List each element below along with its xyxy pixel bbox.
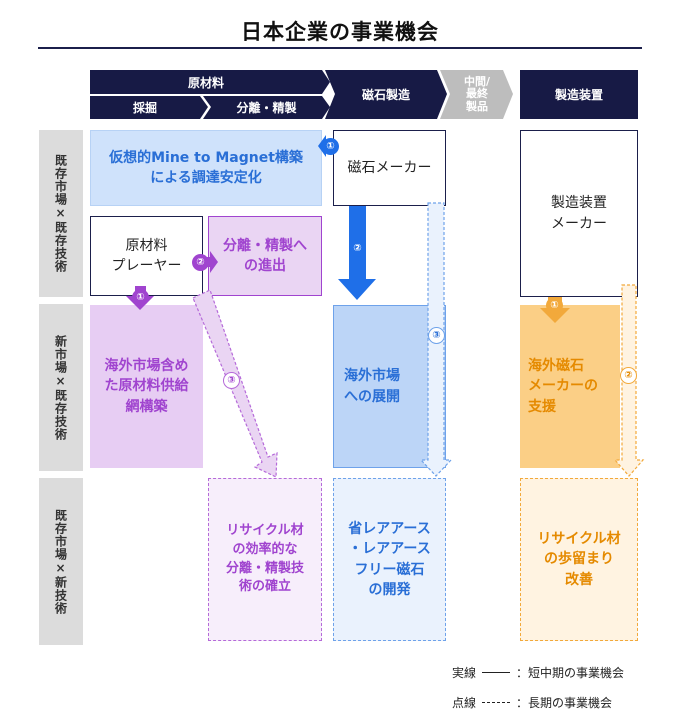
header-equipment: 製造装置 [554,88,603,102]
box-raw-player: 原材料 プレーヤー [90,216,203,296]
legend-dashed-line [482,702,511,703]
box-rare-earth-free: 省レアアース ・レアアース フリー磁石 の開発 [333,478,446,641]
box-recycle-separation: リサイクル材 の効率的な 分離・精製技 術の確立 [208,478,322,641]
legend-solid: 実線 ：短中期の事業機会 [452,664,624,681]
box-overseas-magnet-support: 海外磁石 メーカーの 支援 [520,305,620,468]
badge-orange-2: ② [620,367,637,384]
legend-dashed: 点線 ：長期の事業機会 [452,694,612,711]
legend-solid-label: 実線 [452,666,477,680]
page-title: 日本企業の事業機会 [241,20,439,44]
legend-solid-desc: ：短中期の事業機会 [516,666,625,680]
box-recycle-yield: リサイクル材 の歩留まり 改善 [520,478,638,641]
row-label-2: 新市場×既存技術 [39,304,83,471]
badge-orange-1: ① [546,297,563,314]
box-mine-to-magnet: 仮想的Mine to Magnet構築 による調達安定化 [90,130,322,206]
badge-purple-3: ③ [223,372,240,389]
header-raw-materials: 原材料 [187,75,224,90]
header-intermediate: 中間/ 最終 製品 [463,74,491,113]
legend-dashed-desc: ：長期の事業機会 [516,696,613,710]
header-magnet: 磁石製造 [361,88,410,102]
header-mining: 採掘 [132,101,157,115]
row-label-3: 既存市場×新技術 [39,478,83,645]
box-separation-entry: 分離・精製へ の進出 [208,216,322,296]
badge-blue-2: ② [349,240,366,257]
legend-solid-line [482,672,511,673]
header-separation: 分離・精製 [236,101,297,115]
title-divider [38,47,642,49]
box-equipment-maker: 製造装置 メーカー [520,130,638,297]
legend-dashed-label: 点線 [452,696,477,710]
box-magnet-maker: 磁石メーカー [333,130,446,206]
badge-blue-1: ① [322,138,339,155]
badge-purple-2: ② [192,254,209,271]
badge-purple-1: ① [132,289,149,306]
box-overseas-supply: 海外市場含め た原材料供給 網構築 [90,305,203,468]
row-label-1: 既存市場×既存技術 [39,130,83,297]
badge-blue-3: ③ [428,327,445,344]
